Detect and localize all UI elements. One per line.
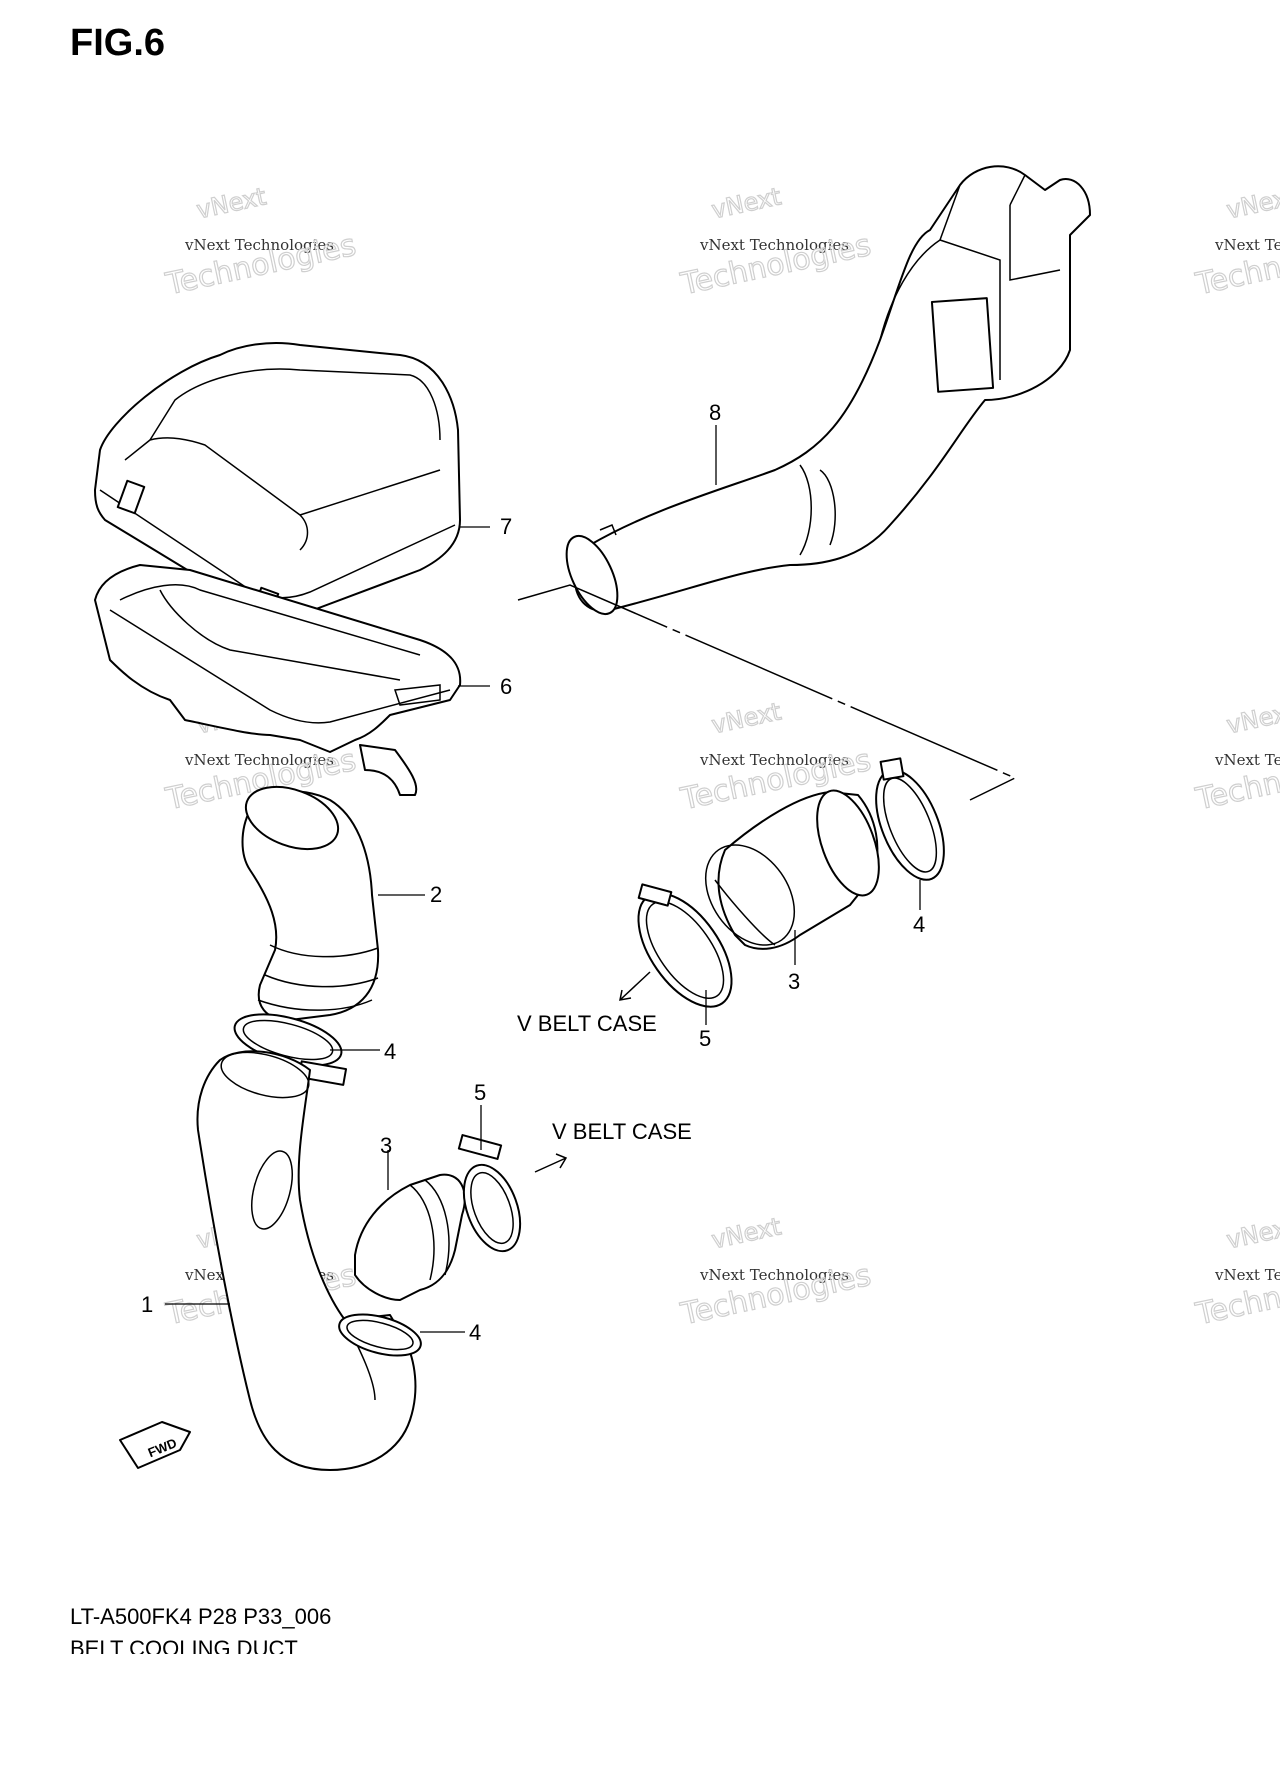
footer-figure-name: BELT COOLING DUCT xyxy=(70,1636,298,1654)
arrow-upper-v-belt xyxy=(619,971,651,1001)
watermark-brand: vNext xyxy=(709,182,783,224)
watermark-top-center: vNext vNext Technologies Technologies xyxy=(677,182,875,303)
callout-7: 7 xyxy=(500,514,512,539)
watermark-text: vNext Technologies xyxy=(184,236,334,254)
watermark-text: vNext Technologies xyxy=(1214,236,1280,254)
part-8-upper-duct xyxy=(565,165,1091,615)
watermark-brand: vNext xyxy=(1224,697,1280,739)
watermark-brand: vNext xyxy=(1224,1212,1280,1254)
callout-1: 1 xyxy=(141,1292,153,1317)
callout-4-upper-left: 4 xyxy=(384,1039,396,1064)
watermark-brand: vNext xyxy=(1224,182,1280,224)
part-4-clamp-right xyxy=(875,757,945,881)
watermark-top-right: vNext vNext Technologies Technologies xyxy=(1192,182,1280,303)
watermark-mid-right: vNext vNext Technologies Technologies xyxy=(1192,697,1280,818)
watermark-text: vNext Technologies xyxy=(1214,751,1280,769)
v-belt-case-label-lower: V BELT CASE xyxy=(552,1119,692,1144)
watermark-brand: vNext xyxy=(709,697,783,739)
callout-3-right: 3 xyxy=(788,969,800,994)
callout-5-right: 5 xyxy=(699,1026,711,1051)
watermark-low-right: vNext vNext Technologies Technologies xyxy=(1192,1212,1280,1333)
watermark-text: vNext Technologies xyxy=(184,751,334,769)
figure-title: FIG.6 xyxy=(70,22,166,64)
fwd-arrow-icon: FWD xyxy=(119,1421,191,1469)
callout-2: 2 xyxy=(430,882,442,907)
part-5-clamp-right xyxy=(637,883,733,1008)
dashed-connector xyxy=(517,584,1017,801)
part-4-clamp-lower xyxy=(338,1313,422,1357)
arrow-lower-v-belt xyxy=(534,1153,568,1173)
watermark-brand: vNext xyxy=(194,182,268,224)
part-6-box-case xyxy=(94,564,462,796)
watermark-low-center: vNext vNext Technologies Technologies xyxy=(677,1212,875,1333)
callout-8: 8 xyxy=(709,400,721,425)
callout-4-right: 4 xyxy=(913,912,925,937)
callout-3-lower: 3 xyxy=(380,1133,392,1158)
callout-4-lower: 4 xyxy=(469,1320,481,1345)
part-5-clamp-lower xyxy=(457,1134,522,1253)
footer-model-code: LT-A500FK4 P28 P33_006 xyxy=(70,1604,332,1629)
watermark-top-left: vNext vNext Technologies Technologies xyxy=(162,182,360,303)
part-3-boot-right xyxy=(704,789,880,950)
part-1-lower-duct xyxy=(196,1050,417,1471)
callout-5-lower: 5 xyxy=(474,1080,486,1105)
callout-6: 6 xyxy=(500,674,512,699)
watermark-text: vNext Technologies xyxy=(699,1266,849,1284)
watermark-text: vNext Technologies xyxy=(699,236,849,254)
v-belt-case-label-right: V BELT CASE xyxy=(517,1011,657,1036)
part-2-elbow-hose xyxy=(241,785,380,1021)
watermark-text: vNext Technologies xyxy=(699,751,849,769)
watermark-text: vNext Technologies xyxy=(1214,1266,1280,1284)
watermark-brand: vNext xyxy=(709,1212,783,1254)
part-3-boot-lower xyxy=(354,1173,466,1301)
